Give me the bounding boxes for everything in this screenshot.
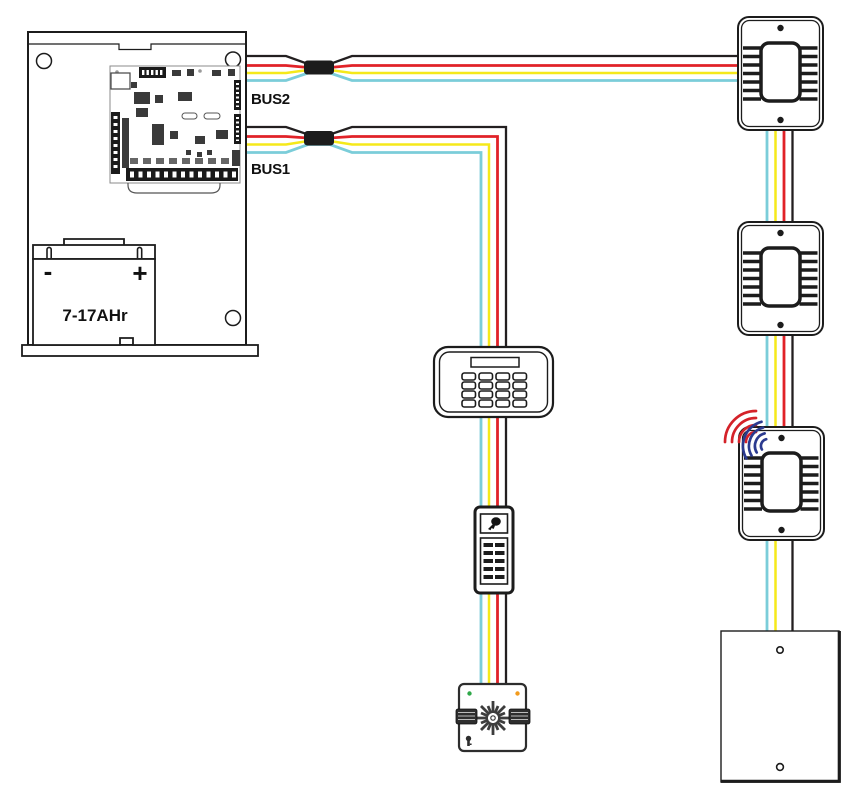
battery-terminals <box>46 246 143 258</box>
pcb-components <box>110 67 241 181</box>
green-led <box>467 691 472 696</box>
mounting-holes <box>35 51 242 327</box>
reader-tag-window <box>479 513 509 534</box>
screw-hole-icon <box>35 52 53 70</box>
keypad <box>432 345 555 419</box>
bus-expander-module-3 <box>737 425 826 542</box>
keypad-bezel <box>438 351 549 413</box>
key-tag-icon <box>488 517 501 531</box>
bus-expander-module-2 <box>736 220 825 337</box>
bus1-label: BUS1 <box>251 161 290 178</box>
screw-hole-icon <box>775 645 784 654</box>
main-board <box>109 65 241 194</box>
key-icon <box>465 735 472 746</box>
keypad-display <box>470 356 520 368</box>
bus1-splice-icon <box>304 131 334 146</box>
battery-minus-label: - <box>44 256 53 286</box>
control-panel-enclosure: - + 7-17AHr <box>21 31 259 357</box>
junction-box <box>720 630 841 783</box>
reader-housing <box>473 505 515 595</box>
screw-hole-icon <box>224 51 242 68</box>
panel-lid-seam <box>28 43 246 51</box>
battery-cap-ridge <box>63 238 125 245</box>
terminal-block-left <box>455 708 478 725</box>
siren-speaker <box>455 682 531 753</box>
speaker-grille-icon <box>476 701 510 735</box>
backup-battery: - + 7-17AHr <box>32 238 156 346</box>
reader-button-panel <box>479 537 509 585</box>
panel-bottom-flange <box>21 344 259 357</box>
bus2-label: BUS2 <box>251 91 290 108</box>
wireless-blue-arcs <box>741 420 768 460</box>
board-bracket <box>127 183 221 194</box>
battery-capacity-label: 7-17AHr <box>62 306 128 325</box>
bus-expander-module-1 <box>736 15 825 132</box>
orange-led <box>515 691 520 696</box>
proximity-reader <box>473 505 515 595</box>
bus2-splice-icon <box>304 60 334 75</box>
terminal-block-right <box>508 708 531 725</box>
wireless-signal-icon <box>723 409 768 460</box>
battery-plus-label: + <box>132 258 147 288</box>
screw-hole-icon <box>775 762 785 772</box>
junction-box-shadow-edge <box>721 631 841 783</box>
screw-hole-icon <box>224 309 242 327</box>
bus1-wire-cyan <box>243 143 483 692</box>
bus2-riser-cable <box>765 95 794 640</box>
wireless-red-arcs <box>723 409 758 444</box>
battery-body <box>32 258 156 346</box>
